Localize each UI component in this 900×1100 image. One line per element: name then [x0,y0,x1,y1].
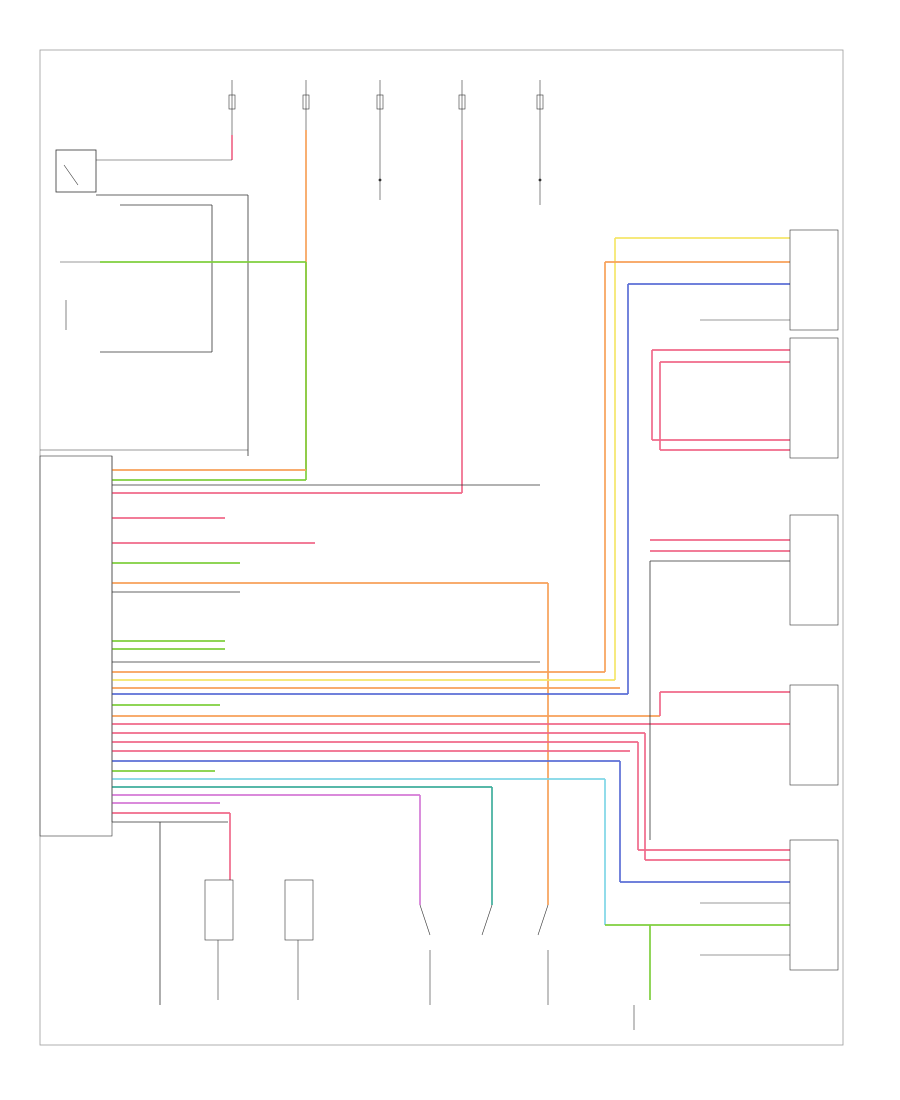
bottom-components [159,787,635,1030]
top-fuse-columns [228,80,544,493]
right-wire-bundles [604,237,790,1000]
right-components [789,229,839,971]
diagram-frame [39,49,844,1046]
upper-left-switch-block [55,149,307,480]
central-module [39,449,660,905]
